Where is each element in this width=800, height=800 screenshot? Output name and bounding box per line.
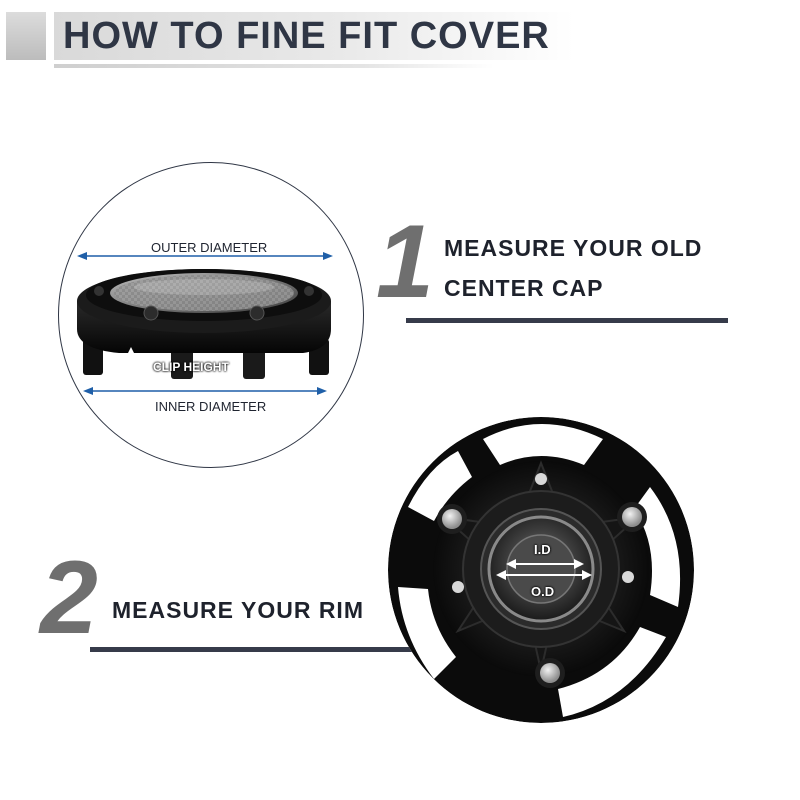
clip-height-arrow <box>127 347 135 391</box>
page-title: HOW TO FINE FIT COVER <box>63 15 550 57</box>
header-accent-block <box>6 12 46 60</box>
inner-diameter-arrow <box>506 559 584 569</box>
step-2-text: MEASURE YOUR RIM <box>112 597 364 623</box>
center-cap-illustration <box>77 252 333 395</box>
cap-body <box>77 269 331 353</box>
inner-diameter-label: INNER DIAMETER <box>155 399 267 414</box>
inner-diameter-arrow <box>83 387 327 395</box>
step-2-underline <box>90 647 414 652</box>
outer-diameter-arrow <box>77 252 333 260</box>
rim-hub-illustration <box>388 417 694 723</box>
header-banner: HOW TO FINE FIT COVER <box>0 0 800 80</box>
step-1-number: 1 <box>376 204 434 320</box>
step-1-text-line-2: CENTER CAP <box>444 275 604 301</box>
step-1-text-line-1: MEASURE YOUR OLD <box>444 235 703 261</box>
cap-clips <box>83 339 329 379</box>
step-1-underline <box>406 318 728 323</box>
id-label: I.D <box>534 542 551 557</box>
step-2-number: 2 <box>40 540 98 656</box>
clip-height-label: CLIP HEIGHT <box>153 360 229 374</box>
center-cap-diagram: OUTER DIAMETER CLIP HEIGHT INNER DIAMETE… <box>58 162 364 468</box>
header-underline <box>54 64 494 68</box>
outer-diameter-label: OUTER DIAMETER <box>151 240 268 255</box>
rim-diagram: I.D O.D <box>388 417 694 723</box>
rim-lug-nuts <box>437 502 647 688</box>
od-label: O.D <box>531 584 555 599</box>
header-bar <box>54 12 574 60</box>
outer-diameter-arrow <box>496 570 592 580</box>
